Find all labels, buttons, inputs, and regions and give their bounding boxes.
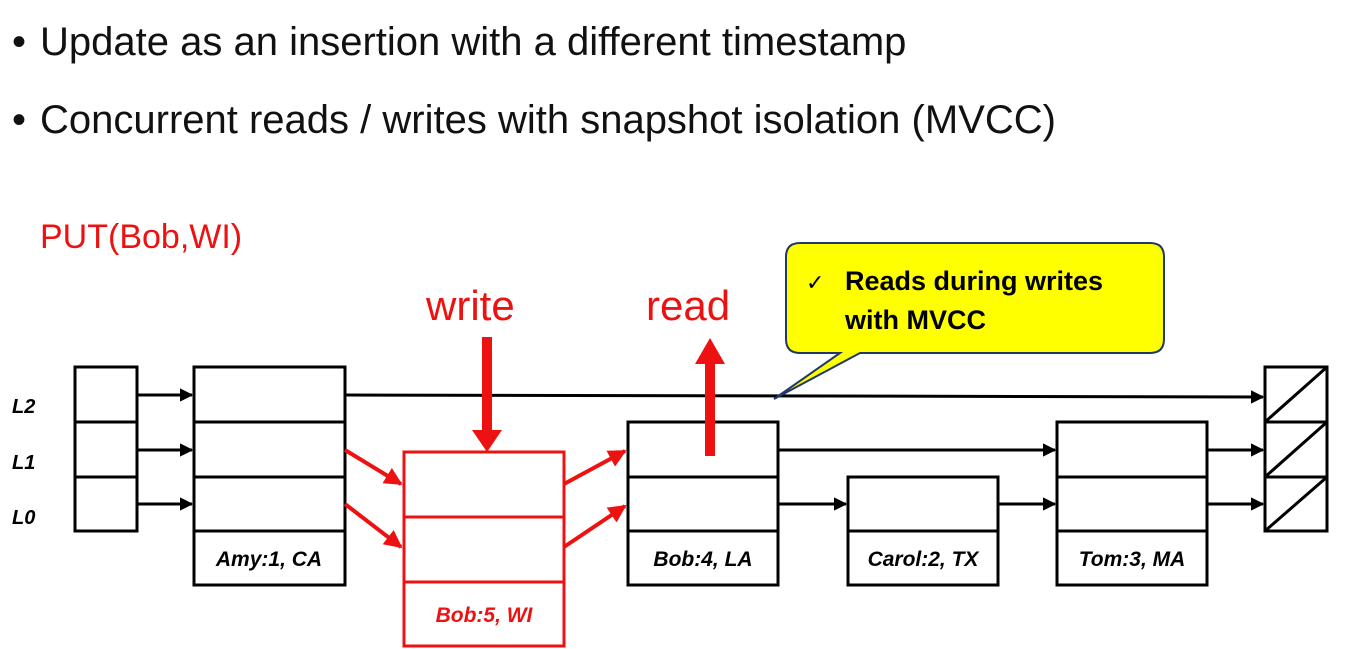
callout-line1: Reads during writes [845, 266, 1103, 296]
operation-label: PUT(Bob,WI) [40, 218, 242, 256]
node-tom: Tom:3, MA [1055, 420, 1209, 587]
node-bob-new-label: Bob:5, WI [436, 604, 534, 627]
node-bob-new: Bob:5, WI [402, 450, 566, 648]
level-label-l0: L0 [12, 507, 35, 529]
read-arrow [695, 338, 725, 456]
level-label-l2: L2 [12, 396, 35, 418]
node-carol-label: Carol:2, TX [868, 548, 981, 571]
mvcc-callout: ✓ Reads during writes with MVCC [773, 242, 1165, 400]
node-tom-label: Tom:3, MA [1079, 548, 1186, 571]
bullet-item: • Update as an insertion with a different… [12, 20, 906, 65]
write-arrow [472, 337, 502, 452]
pointer-amy-bobnew-l1 [343, 448, 403, 486]
pointer-amy-tail-l2 [344, 390, 1265, 404]
callout-line2: with MVCC [844, 305, 986, 335]
bullet-text: Concurrent reads / writes with snapshot … [40, 98, 1056, 142]
bullet-item: • Concurrent reads / writes with snapshot… [12, 98, 1056, 143]
bullet-text: Update as an insertion with a different … [40, 20, 907, 64]
node-bob-old: Bob:4, LA [626, 420, 780, 587]
pointer-amy-bobnew-l0 [343, 502, 403, 549]
node-amy: Amy:1, CA [192, 365, 347, 587]
node-amy-label: Amy:1, CA [215, 548, 322, 571]
callout-check-icon: ✓ [806, 270, 824, 295]
pointer-bobnew-bobold-l0 [562, 504, 627, 549]
write-label: write [425, 282, 515, 329]
bullet-dot: • [12, 98, 27, 142]
node-carol: Carol:2, TX [846, 475, 1000, 587]
pointer-bobnew-bobold-l1 [563, 449, 627, 486]
read-label: read [646, 282, 730, 329]
bullet-dot: • [12, 20, 27, 64]
red-pointer-group [343, 448, 627, 549]
level-label-l1: L1 [12, 452, 35, 474]
tail-node [1263, 365, 1329, 533]
pointer-group [137, 388, 1265, 511]
node-bob-old-label: Bob:4, LA [653, 548, 752, 571]
head-node [73, 365, 139, 533]
